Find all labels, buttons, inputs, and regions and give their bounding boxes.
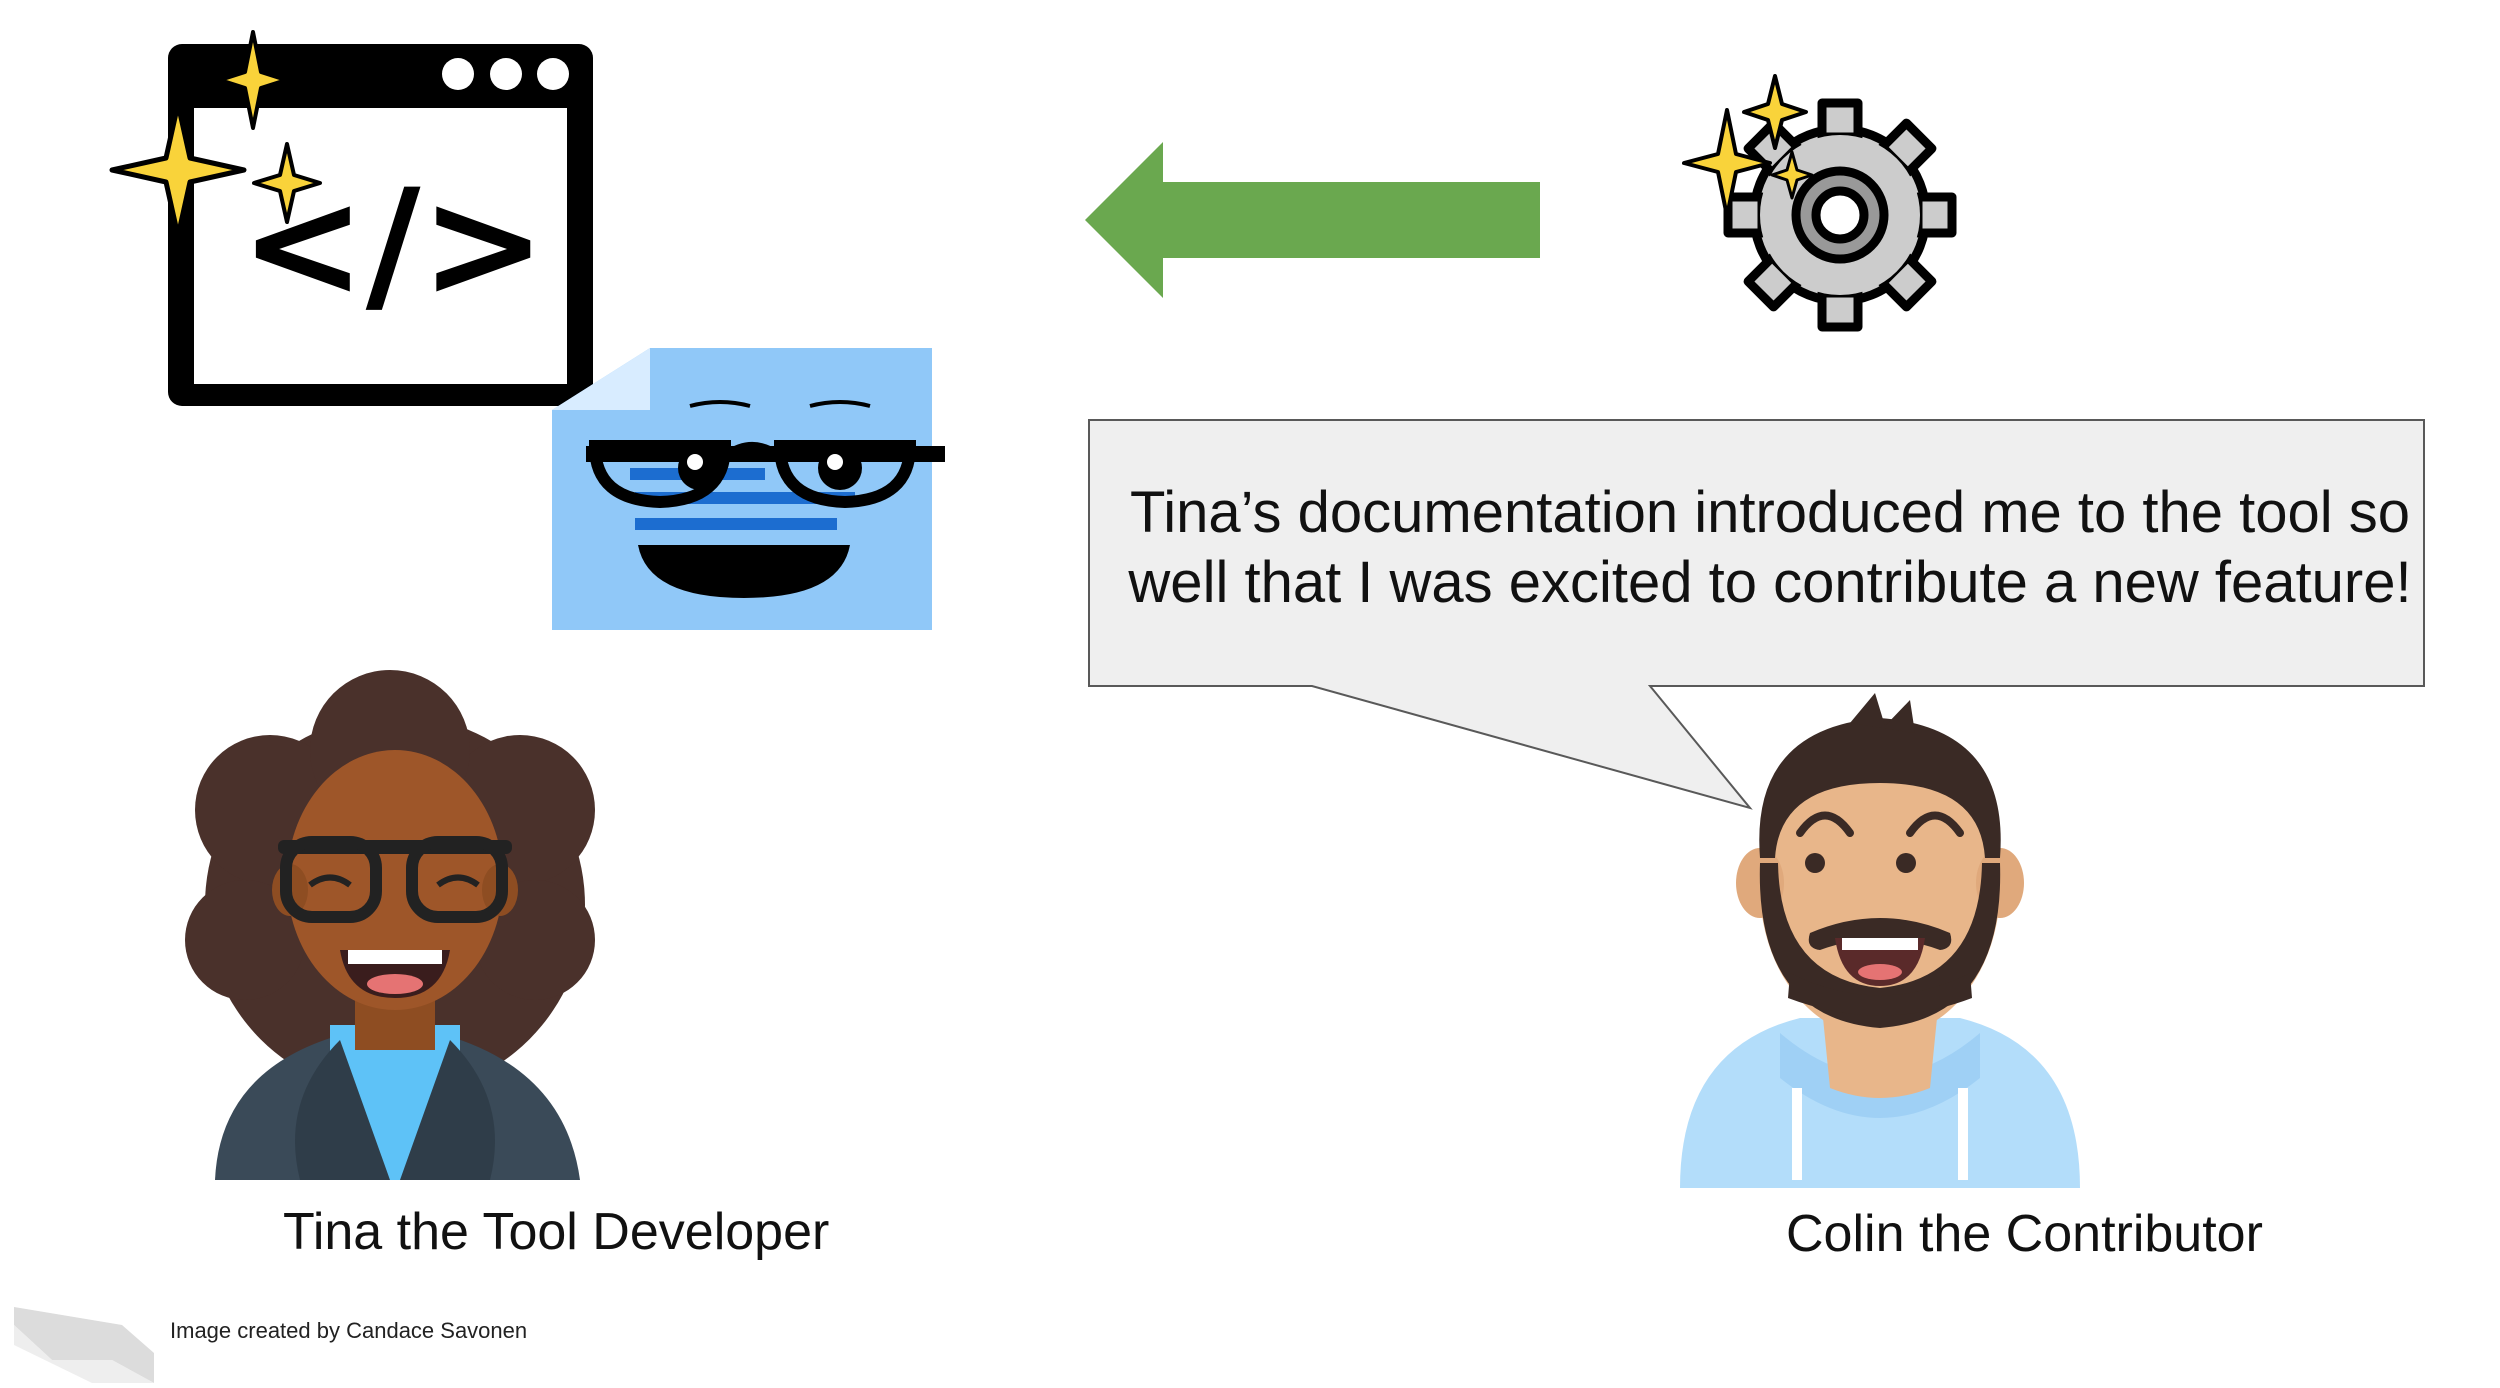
speech-text: Tina’s documentation introduced me to th… bbox=[1128, 480, 2412, 615]
speech-bubble bbox=[1088, 419, 2425, 810]
code-window-icon bbox=[168, 44, 593, 406]
logo-icon bbox=[14, 1307, 154, 1383]
colin-avatar bbox=[1680, 693, 2080, 1188]
document-face-icon bbox=[552, 348, 945, 630]
sparkle-icon bbox=[218, 30, 288, 130]
sparkle-icon bbox=[1682, 108, 1772, 218]
sparkle-icon bbox=[252, 142, 322, 224]
image-credit: Image created by Candace Savonen bbox=[170, 1318, 528, 1343]
arrow-left-icon bbox=[1085, 142, 1540, 298]
colin-label: Colin the Contributor bbox=[1786, 1205, 2263, 1263]
tina-avatar bbox=[185, 670, 595, 1180]
sparkle-icon bbox=[109, 101, 247, 239]
sparkle-icon bbox=[1770, 150, 1814, 200]
tina-label: Tina the Tool Developer bbox=[283, 1203, 830, 1261]
sparkle-icon bbox=[1742, 74, 1808, 150]
